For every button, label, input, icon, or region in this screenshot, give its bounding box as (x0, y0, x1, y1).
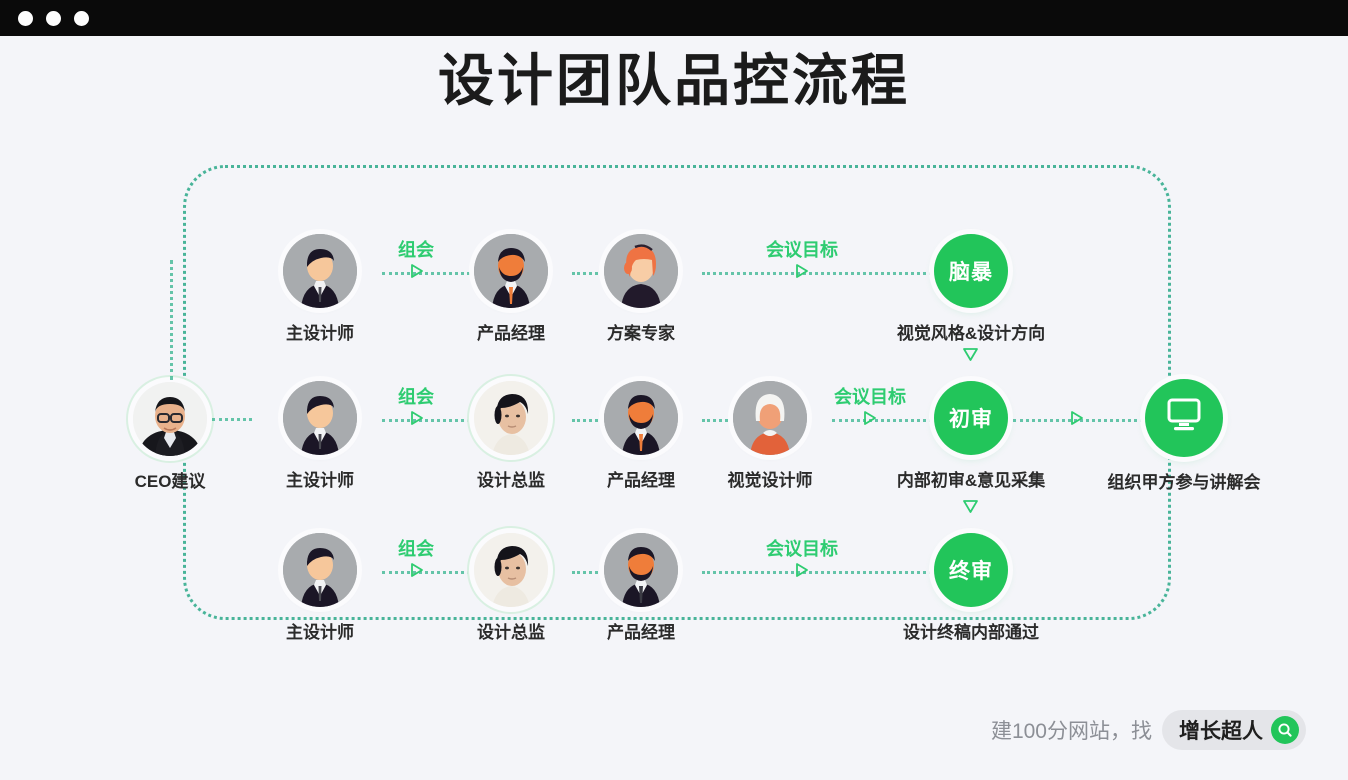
stage-badge: 脑暴 (934, 234, 1008, 308)
node-stage-brainstorm[interactable]: 脑暴 视觉风格&设计方向 (891, 234, 1051, 344)
watermark-brand-name: 增长超人 (1179, 720, 1263, 743)
node-label: 主设计师 (286, 471, 354, 490)
node-stage-first-review[interactable]: 初审 内部初审&意见采集 (891, 381, 1051, 491)
edge-label-row1-b: 会议目标 (766, 240, 838, 260)
connector-row2-b (572, 419, 604, 422)
node-row3-person-2[interactable]: 设计总监 (431, 533, 591, 643)
avatar-man-dark-suit (283, 234, 357, 308)
search-icon[interactable] (1271, 716, 1299, 744)
window-titlebar (0, 0, 1348, 36)
stage-caption: 视觉风格&设计方向 (896, 324, 1046, 343)
outcome-badge (1145, 379, 1223, 457)
connector-row1-c (702, 272, 932, 275)
node-label: 产品经理 (477, 324, 545, 343)
node-outcome-presentation[interactable]: 组织甲方参与讲解会 (1104, 379, 1264, 493)
watermark: 建100分网站，找 增长超人 (991, 710, 1306, 750)
avatar-woman-white-hair (733, 381, 807, 455)
edge-label-row3-b: 会议目标 (766, 539, 838, 559)
connector-row1-b (572, 272, 604, 275)
node-row3-person-1[interactable]: 主设计师 (240, 533, 400, 643)
node-row2-person-1[interactable]: 主设计师 (240, 381, 400, 491)
maximize-dot[interactable] (74, 10, 89, 26)
arrow-right-row2-a (410, 411, 424, 425)
node-stage-final-review[interactable]: 终审 设计终稿内部通过 (891, 533, 1051, 643)
edge-label-row2-a: 组会 (398, 387, 434, 407)
node-label: 产品经理 (607, 471, 675, 490)
arrow-right-row1-b (795, 264, 809, 278)
connector-ceo-to-row2 (212, 418, 252, 421)
avatar-man-beard-dark-tie (604, 533, 678, 607)
node-label: 主设计师 (286, 623, 354, 642)
node-label: 设计总监 (477, 623, 545, 642)
avatar-man-beard-orange-tie (474, 234, 548, 308)
stage-caption: 内部初审&意见采集 (896, 471, 1046, 490)
connector-row3-b (572, 571, 604, 574)
arrow-down-review-to-final (963, 500, 978, 513)
watermark-text: 建100分网站，找 (990, 720, 1152, 743)
connector-row2-d (832, 419, 932, 422)
node-label: 视觉设计师 (727, 471, 813, 490)
arrow-right-row1-a (410, 264, 424, 278)
arrow-right-row3-a (410, 563, 424, 577)
avatar-man-dark-suit (283, 533, 357, 607)
arrow-down-brainstorm-to-review (963, 348, 978, 361)
node-label: CEO建议 (134, 472, 206, 491)
stage-badge: 初审 (934, 381, 1008, 455)
edge-label-row2-b: 会议目标 (834, 387, 906, 407)
node-row1-person-1[interactable]: 主设计师 (240, 234, 400, 344)
avatar-man-beard-orange-tie (604, 381, 678, 455)
node-row2-person-2[interactable]: 设计总监 (431, 381, 591, 491)
node-ceo[interactable]: CEO建议 (90, 382, 250, 492)
close-dot[interactable] (18, 10, 33, 26)
minimize-dot[interactable] (46, 10, 61, 26)
node-row1-person-2[interactable]: 产品经理 (431, 234, 591, 344)
avatar-woman-orange-hair (604, 234, 678, 308)
node-row3-person-3[interactable]: 产品经理 (561, 533, 721, 643)
node-row2-person-3[interactable]: 产品经理 (561, 381, 721, 491)
edge-label-row3-a: 组会 (398, 539, 434, 559)
arrow-right-row3-b (795, 563, 809, 577)
node-row2-person-4[interactable]: 视觉设计师 (690, 381, 850, 491)
connector-row2-a (382, 419, 470, 422)
node-label: 产品经理 (607, 623, 675, 642)
avatar-photo-ceo (133, 382, 207, 456)
avatar-photo-director (474, 381, 548, 455)
stage-badge: 终审 (934, 533, 1008, 607)
node-label: 主设计师 (286, 324, 354, 343)
node-label: 方案专家 (607, 324, 675, 343)
edge-label-row1-a: 组会 (398, 240, 434, 260)
connector-row3-c (702, 571, 932, 574)
connector-ceo-trunk (170, 260, 173, 380)
avatar-man-dark-suit (283, 381, 357, 455)
avatar-photo-director (474, 533, 548, 607)
node-label: 设计总监 (477, 471, 545, 490)
node-row1-person-3[interactable]: 方案专家 (561, 234, 721, 344)
arrow-right-outcome (1070, 411, 1084, 425)
connector-row1-a (382, 272, 470, 275)
watermark-brand-pill[interactable]: 增长超人 (1162, 710, 1306, 750)
connector-row2-c (702, 419, 734, 422)
arrow-right-row2-b (863, 411, 877, 425)
stage-caption: 设计终稿内部通过 (903, 623, 1039, 642)
connector-row3-a (382, 571, 470, 574)
outcome-caption: 组织甲方参与讲解会 (1107, 473, 1261, 492)
page-title: 设计团队品控流程 (438, 49, 910, 112)
monitor-icon (1166, 398, 1202, 438)
